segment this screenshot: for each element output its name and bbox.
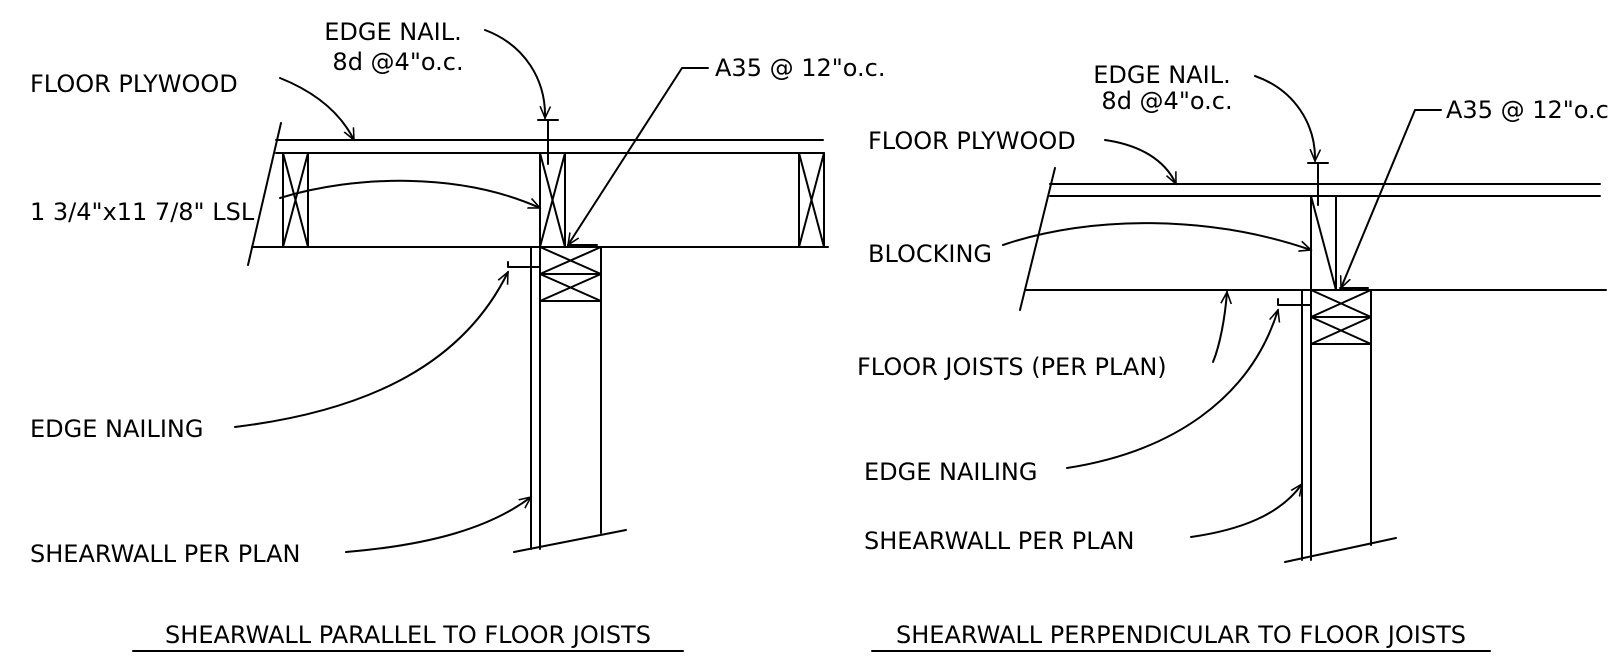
left-floor-plywood: [275, 139, 824, 154]
left-edge-nailing-tick: [507, 261, 541, 268]
left-edge-nail: [537, 119, 559, 165]
right-break-line: [1019, 167, 1056, 311]
right-floor-joists-label: FLOOR JOISTS (PER PLAN): [857, 353, 1167, 381]
left-floor-plywood-label: FLOOR PLYWOOD: [30, 70, 238, 98]
right-shearwall-label: SHEARWALL PER PLAN: [864, 527, 1134, 555]
right-leader-blocking: [1002, 222, 1311, 250]
right-shearwall: [1284, 289, 1397, 563]
right-leader-edge-nailing: [1066, 310, 1278, 469]
right-leader-edge-nail: [1254, 75, 1315, 161]
right-leader-shearwall: [1190, 484, 1302, 538]
left-lsl-label: 1 3/4"x11 7/8" LSL: [30, 198, 255, 226]
right-floor-plywood-label: FLOOR PLYWOOD: [868, 127, 1076, 155]
left-shearwall-label: SHEARWALL PER PLAN: [30, 540, 300, 568]
right-leader-floor-joists: [1212, 292, 1227, 363]
left-shearwall: [513, 246, 627, 553]
left-edge-nailing-label: EDGE NAILING: [30, 415, 203, 443]
right-floor-plywood: [1049, 183, 1601, 197]
left-leader-lsl: [279, 179, 540, 209]
right-top-plates: [1310, 289, 1372, 345]
right-detail: EDGE NAIL. 8d @4"o.c. A35 @ 12"o.c FLOOR…: [857, 61, 1609, 652]
right-a35-label: A35 @ 12"o.c: [1446, 96, 1609, 124]
right-detail-title: SHEARWALL PERPENDICULAR TO FLOOR JOISTS: [896, 621, 1466, 649]
left-leader-edge-nail: [484, 29, 545, 118]
right-blocking: [1310, 195, 1337, 291]
right-leader-a35: [1341, 109, 1442, 288]
left-joist-3: [798, 152, 825, 248]
right-edge-nailing-tick: [1277, 298, 1312, 306]
right-leader-floor-plywood: [1104, 139, 1177, 184]
left-a35-label: A35 @ 12"o.c.: [715, 54, 886, 82]
right-edge-nail: [1307, 162, 1329, 206]
left-joist-1: [282, 152, 309, 248]
left-edge-nail-label-line1: EDGE NAIL.: [324, 18, 461, 46]
right-edge-nailing-label: EDGE NAILING: [864, 458, 1037, 486]
left-leader-shearwall: [345, 497, 531, 553]
left-joist-2: [539, 152, 566, 248]
left-leader-floor-plywood: [279, 77, 355, 140]
left-top-plates: [539, 246, 602, 302]
left-edge-nail-label-line2: 8d @4"o.c.: [332, 48, 463, 76]
left-detail: EDGE NAIL. 8d @4"o.c. A35 @ 12"o.c. FLOO…: [30, 18, 886, 652]
right-blocking-label: BLOCKING: [868, 240, 992, 268]
left-leader-edge-nailing: [234, 272, 509, 428]
left-leader-a35: [568, 67, 709, 245]
right-edge-nail-label-line2: 8d @4"o.c.: [1101, 87, 1232, 115]
left-detail-title: SHEARWALL PARALLEL TO FLOOR JOISTS: [165, 621, 651, 649]
right-edge-nail-label-line1: EDGE NAIL.: [1093, 61, 1230, 89]
left-break-line: [247, 122, 282, 266]
